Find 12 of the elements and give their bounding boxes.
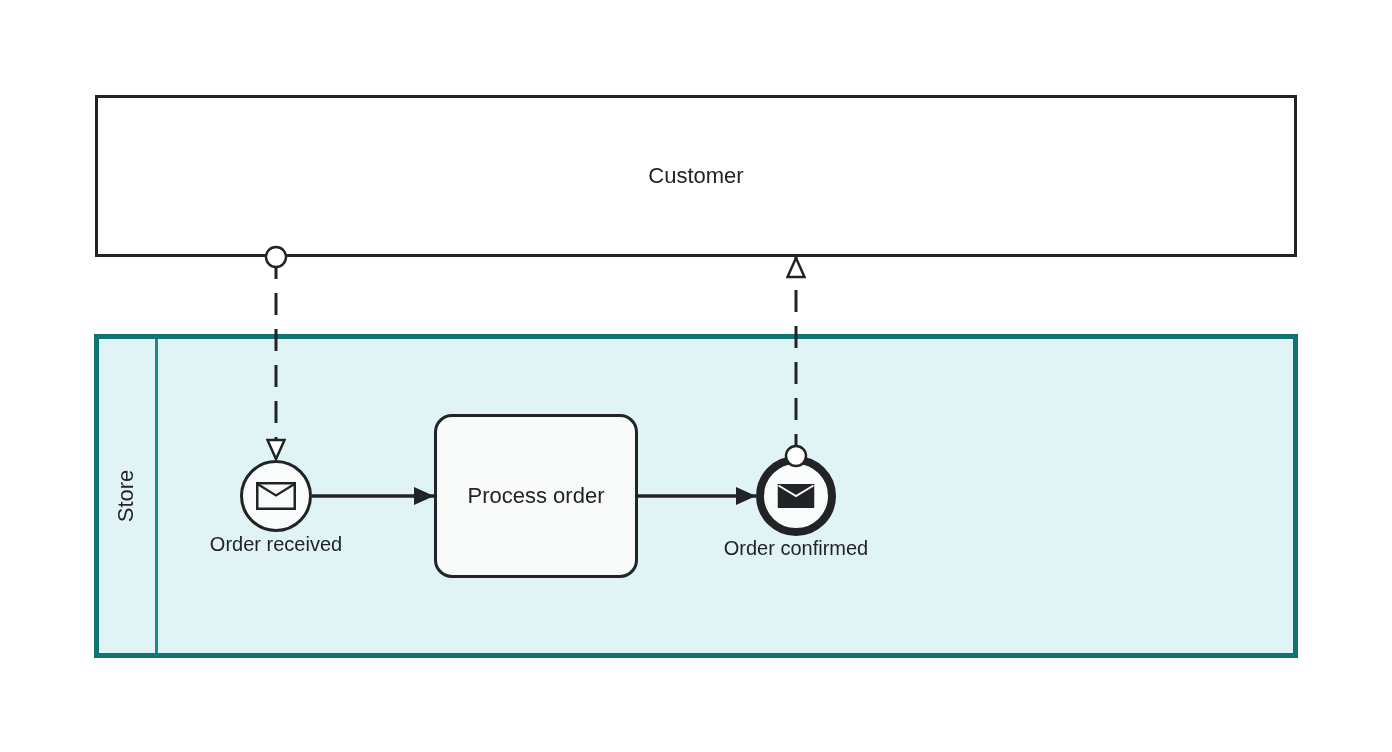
event-label: Order received [209, 533, 343, 556]
pool-label: Customer [648, 163, 744, 189]
message-flow-arrow [264, 245, 288, 461]
event-label: Order confirmed [723, 537, 869, 560]
task-box [434, 414, 638, 578]
pool [95, 95, 1297, 257]
message-flow-arrow [784, 256, 808, 468]
task-label: Process order [467, 483, 605, 509]
sequence-flow-arrow [638, 487, 756, 505]
sequence-flow-arrow [312, 487, 434, 505]
pool-label: Store [112, 469, 139, 523]
pool [94, 334, 1298, 658]
